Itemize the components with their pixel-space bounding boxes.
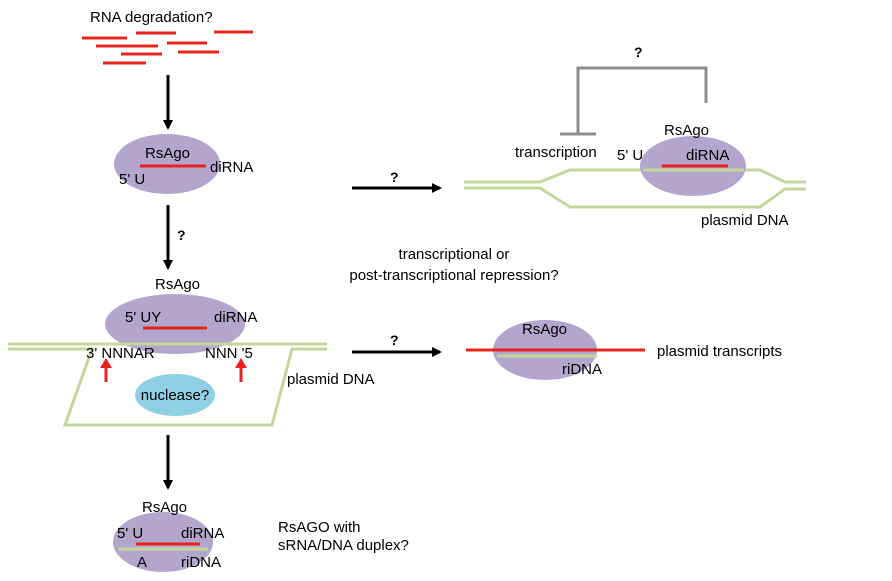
complex2-plasmid-label: plasmid DNA [287, 371, 375, 388]
complex5-transcripts-label: plasmid transcripts [657, 343, 782, 360]
complex5: RsAgo riDNA plasmid transcripts [466, 320, 782, 380]
complex1-ago-label: RsAgo [145, 145, 190, 162]
complex5-ago-label: RsAgo [522, 321, 567, 338]
nuclease-ellipse [135, 374, 215, 416]
complex4-transcription-label: transcription [515, 144, 597, 161]
complex3-a-label: A [137, 554, 147, 571]
complex4-guide-label: diRNA [686, 147, 729, 164]
complex2-target-right: NNN '5 [205, 345, 253, 362]
complex3-5prime-label: 5' U [117, 525, 143, 542]
rsago-ellipse-2 [105, 294, 245, 354]
rsago-ellipse-1 [114, 134, 220, 194]
text-line: sRNA/DNA duplex? [278, 537, 409, 554]
arrow-question-2: ? [390, 169, 399, 185]
rna-fragments [82, 30, 253, 65]
complex5-target-label: riDNA [562, 361, 602, 378]
complex1-5prime-label: 5' U [119, 171, 145, 188]
complex4-5prime-label: 5' U [617, 147, 643, 164]
complex3-target-label: riDNA [181, 554, 221, 571]
nuclease-label: nuclease? [141, 387, 209, 404]
complex2-5prime-label: 5' UY [125, 309, 161, 326]
complex2-target-left: 3' NNNAR [86, 345, 155, 362]
complex3-ago-label: RsAgo [142, 499, 187, 516]
rna-degradation-title: RNA degradation? [90, 9, 213, 26]
complex4-plasmid-dna-top [464, 168, 806, 184]
text-line: RsAGO with [278, 519, 361, 536]
complex4-plasmid-dna-bottom [464, 186, 806, 209]
complex2-plasmid-dna [8, 347, 327, 427]
repression-question: transcriptional or post-transcriptional r… [349, 246, 558, 284]
arrow-question-1: ? [177, 227, 186, 243]
cleavage-arrow-left [100, 358, 112, 382]
complex3-guide-label: diRNA [181, 525, 224, 542]
text-line: post-transcriptional repression? [349, 267, 558, 284]
text-line: transcriptional or [399, 246, 510, 263]
complex4-inhibit-bracket [576, 66, 708, 134]
complex2-guide-label: diRNA [214, 309, 257, 326]
complex4-question: ? [634, 44, 643, 60]
complex1-guide-label: diRNA [210, 159, 253, 176]
cleavage-arrow-right [235, 358, 247, 382]
complex2: RsAgo 5' UY diRNA 3' NNNAR NNN '5 nuclea… [8, 276, 375, 427]
complex4: ? transcription RsAgo 5' U diRNA plasmid… [464, 44, 806, 229]
complex4-plasmid-label: plasmid DNA [701, 212, 789, 229]
complex2-ago-label: RsAgo [155, 276, 200, 293]
arrow-question-3: ? [390, 332, 399, 348]
complex1: RsAgo 5' U diRNA [114, 134, 253, 194]
rsago-ellipse-3 [113, 512, 213, 572]
complex4-ago-label: RsAgo [664, 122, 709, 139]
